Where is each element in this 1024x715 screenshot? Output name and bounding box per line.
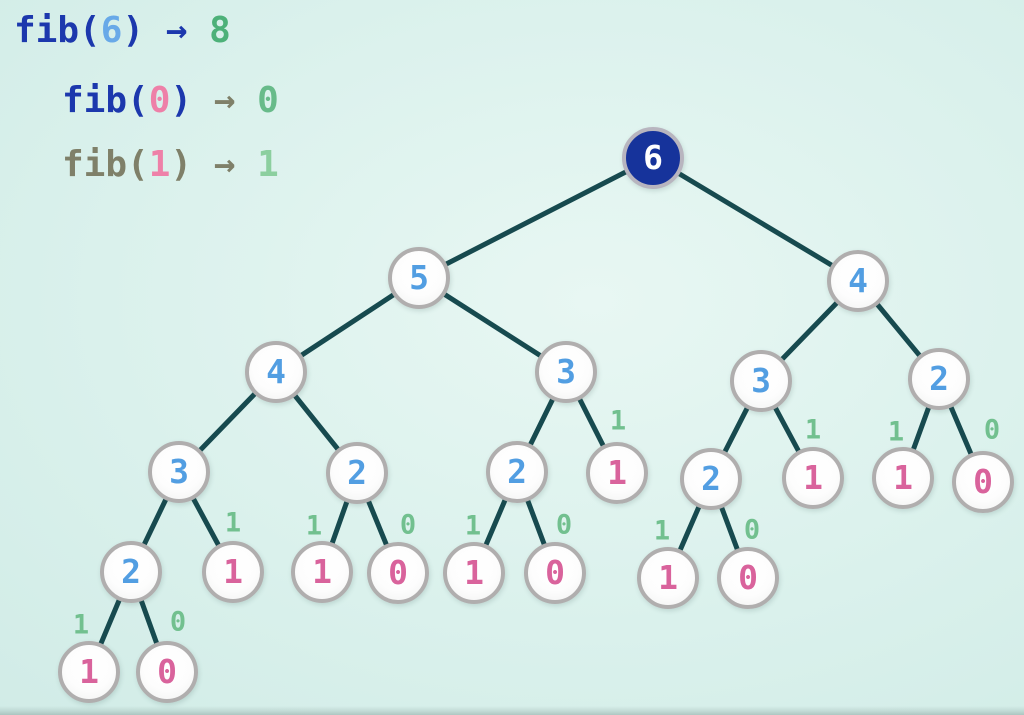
node-value: 2 xyxy=(701,458,721,498)
tree-node-fib-2-internal: 2 xyxy=(680,448,742,510)
trace-segment: 1 xyxy=(148,144,171,185)
tree-node-fib-0-leaf: 0 xyxy=(136,641,198,703)
tree-node-fib-0-leaf: 0 xyxy=(952,451,1014,513)
trace-segment: fib( xyxy=(62,144,149,185)
tree-node-fib-1-leaf: 1 xyxy=(291,541,353,603)
return-value-label: 0 xyxy=(169,606,187,638)
node-value: 0 xyxy=(545,552,565,592)
node-value: 3 xyxy=(751,360,771,400)
trace-segment: 0 xyxy=(257,80,279,121)
trace-line-fib-1: fib(1) → 1 xyxy=(62,147,279,183)
trace-segment: → xyxy=(192,144,258,185)
node-value: 1 xyxy=(607,452,627,492)
node-value: 1 xyxy=(79,651,99,691)
return-value-label: 1 xyxy=(224,507,242,539)
tree-node-fib-2-internal: 2 xyxy=(326,442,388,504)
node-value: 3 xyxy=(169,451,189,491)
trace-segment: fib( xyxy=(62,80,149,121)
node-value: 1 xyxy=(223,551,243,591)
tree-node-fib-0-leaf: 0 xyxy=(367,542,429,604)
tree-edge xyxy=(416,155,656,281)
tree-node-fib-1-leaf: 1 xyxy=(782,447,844,509)
trace-segment: ) xyxy=(170,80,193,121)
node-value: 5 xyxy=(409,257,429,297)
node-value: 4 xyxy=(266,351,286,391)
return-value-label: 0 xyxy=(555,509,573,541)
tree-node-fib-0-leaf: 0 xyxy=(524,542,586,604)
node-value: 1 xyxy=(464,552,484,592)
return-value-label: 1 xyxy=(653,515,671,547)
tree-node-fib-1-leaf: 1 xyxy=(586,442,648,504)
node-value: 1 xyxy=(803,457,823,497)
trace-segment: ) xyxy=(122,10,145,51)
trace-segment: 6 xyxy=(100,10,123,51)
trace-segment: fib( xyxy=(14,10,101,51)
return-value-label: 1 xyxy=(609,405,627,437)
trace-segment: 0 xyxy=(148,80,171,121)
node-value: 6 xyxy=(643,137,663,177)
tree-node-fib-5-internal: 5 xyxy=(388,247,450,309)
tree-node-fib-2-internal: 2 xyxy=(100,541,162,603)
node-value: 0 xyxy=(973,461,993,501)
trace-line-fib-6: fib(6) → 8 xyxy=(14,13,231,49)
tree-node-fib-0-leaf: 0 xyxy=(717,547,779,609)
return-value-label: 0 xyxy=(983,414,1001,446)
return-value-label: 1 xyxy=(464,510,482,542)
tree-node-fib-1-leaf: 1 xyxy=(58,641,120,703)
node-value: 2 xyxy=(929,358,949,398)
tree-edge xyxy=(650,155,861,284)
tree-node-fib-4-internal: 4 xyxy=(827,250,889,312)
return-value-label: 1 xyxy=(305,510,323,542)
tree-node-fib-6-root: 6 xyxy=(622,127,684,189)
trace-segment: 8 xyxy=(209,10,231,51)
node-value: 1 xyxy=(893,457,913,497)
return-value-label: 1 xyxy=(72,609,90,641)
return-value-label: 0 xyxy=(399,509,417,541)
node-value: 2 xyxy=(507,451,527,491)
tree-node-fib-4-internal: 4 xyxy=(245,341,307,403)
trace-line-fib-0: fib(0) → 0 xyxy=(62,83,279,119)
trace-segment: → xyxy=(144,10,210,51)
node-value: 1 xyxy=(312,551,332,591)
tree-node-fib-1-leaf: 1 xyxy=(872,447,934,509)
node-value: 2 xyxy=(347,452,367,492)
node-value: 4 xyxy=(848,260,868,300)
node-value: 0 xyxy=(157,651,177,691)
node-value: 2 xyxy=(121,551,141,591)
tree-node-fib-2-internal: 2 xyxy=(486,441,548,503)
tree-node-fib-2-internal: 2 xyxy=(908,348,970,410)
bottom-edge-shadow xyxy=(0,706,1024,715)
tree-node-fib-1-leaf: 1 xyxy=(202,541,264,603)
trace-segment: 1 xyxy=(257,144,279,185)
tree-node-fib-1-leaf: 1 xyxy=(443,542,505,604)
tree-node-fib-3-internal: 3 xyxy=(535,341,597,403)
return-value-label: 1 xyxy=(887,416,905,448)
trace-segment: → xyxy=(192,80,258,121)
node-value: 3 xyxy=(556,351,576,391)
node-value: 1 xyxy=(658,557,678,597)
node-value: 0 xyxy=(738,557,758,597)
node-value: 0 xyxy=(388,552,408,592)
return-value-label: 0 xyxy=(743,514,761,546)
tree-node-fib-3-internal: 3 xyxy=(730,350,792,412)
trace-segment: ) xyxy=(170,144,193,185)
tree-node-fib-3-internal: 3 xyxy=(148,441,210,503)
tree-node-fib-1-leaf: 1 xyxy=(637,547,699,609)
return-value-label: 1 xyxy=(804,414,822,446)
